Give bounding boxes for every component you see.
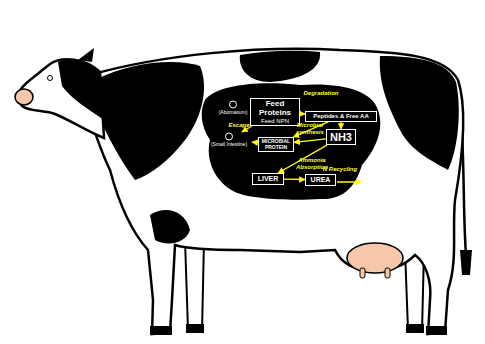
flow-arrow bbox=[300, 113, 305, 115]
node-title: LIVER bbox=[255, 175, 281, 183]
flow-arrow bbox=[294, 139, 326, 143]
organ-circle: (Small Intestine) bbox=[206, 132, 252, 148]
node-title: MICROBIAL PROTEIN bbox=[261, 139, 291, 150]
node-subtitle: Feed NPN bbox=[253, 118, 297, 125]
cow-hoof bbox=[406, 324, 424, 333]
cow-eye bbox=[48, 76, 53, 81]
flow-arrow bbox=[284, 178, 305, 180]
cow-teat bbox=[360, 268, 365, 278]
flow-arrow bbox=[252, 141, 258, 143]
node-title: Feed Proteins bbox=[253, 100, 297, 118]
edge-label: Degradation bbox=[296, 90, 346, 97]
node-title: NH3 bbox=[329, 131, 353, 143]
node-title: Peptides & Free AA bbox=[308, 113, 374, 120]
edge-label: Ammonia Absorption bbox=[290, 157, 334, 170]
cow-hoof bbox=[150, 326, 172, 335]
recycle-arrow bbox=[337, 181, 356, 183]
edge-label: Microbial synthesis bbox=[296, 122, 324, 135]
cow-leg bbox=[185, 240, 204, 332]
cow-hoof bbox=[426, 326, 447, 335]
process-box: Feed ProteinsFeed NPN bbox=[250, 98, 300, 126]
cow-body bbox=[90, 49, 463, 334]
cow-patch bbox=[58, 59, 104, 120]
cow-udder bbox=[347, 243, 403, 273]
cow-teat bbox=[385, 268, 390, 278]
cow-hoof bbox=[186, 324, 204, 333]
cow-patch bbox=[380, 56, 459, 170]
cow-patch bbox=[150, 210, 190, 243]
organ-circle: (Abomasum) bbox=[212, 100, 254, 116]
process-box: UREA bbox=[305, 174, 336, 186]
node-title: (Small Intestine) bbox=[206, 142, 252, 148]
flow-arrow bbox=[340, 122, 341, 129]
process-box: NH3 bbox=[326, 129, 356, 145]
arrow-head bbox=[356, 179, 362, 186]
cow-ear bbox=[78, 48, 94, 62]
circle-shape bbox=[230, 101, 237, 108]
process-box: LIVER bbox=[252, 173, 284, 185]
cow-tail-tuft bbox=[460, 250, 472, 275]
node-title: (Abomasum) bbox=[212, 110, 254, 116]
cow-patch bbox=[240, 51, 320, 82]
circle-shape bbox=[226, 133, 233, 140]
diagram-patch bbox=[202, 83, 381, 200]
process-box: MICROBIAL PROTEIN bbox=[258, 137, 294, 152]
flow-arrow bbox=[293, 122, 329, 137]
cow-muzzle bbox=[15, 89, 33, 105]
process-box: Peptides & Free AA bbox=[305, 111, 377, 122]
node-title: UREA bbox=[308, 176, 333, 184]
cow-patch bbox=[94, 62, 204, 180]
edge-label: Escape bbox=[226, 122, 252, 129]
